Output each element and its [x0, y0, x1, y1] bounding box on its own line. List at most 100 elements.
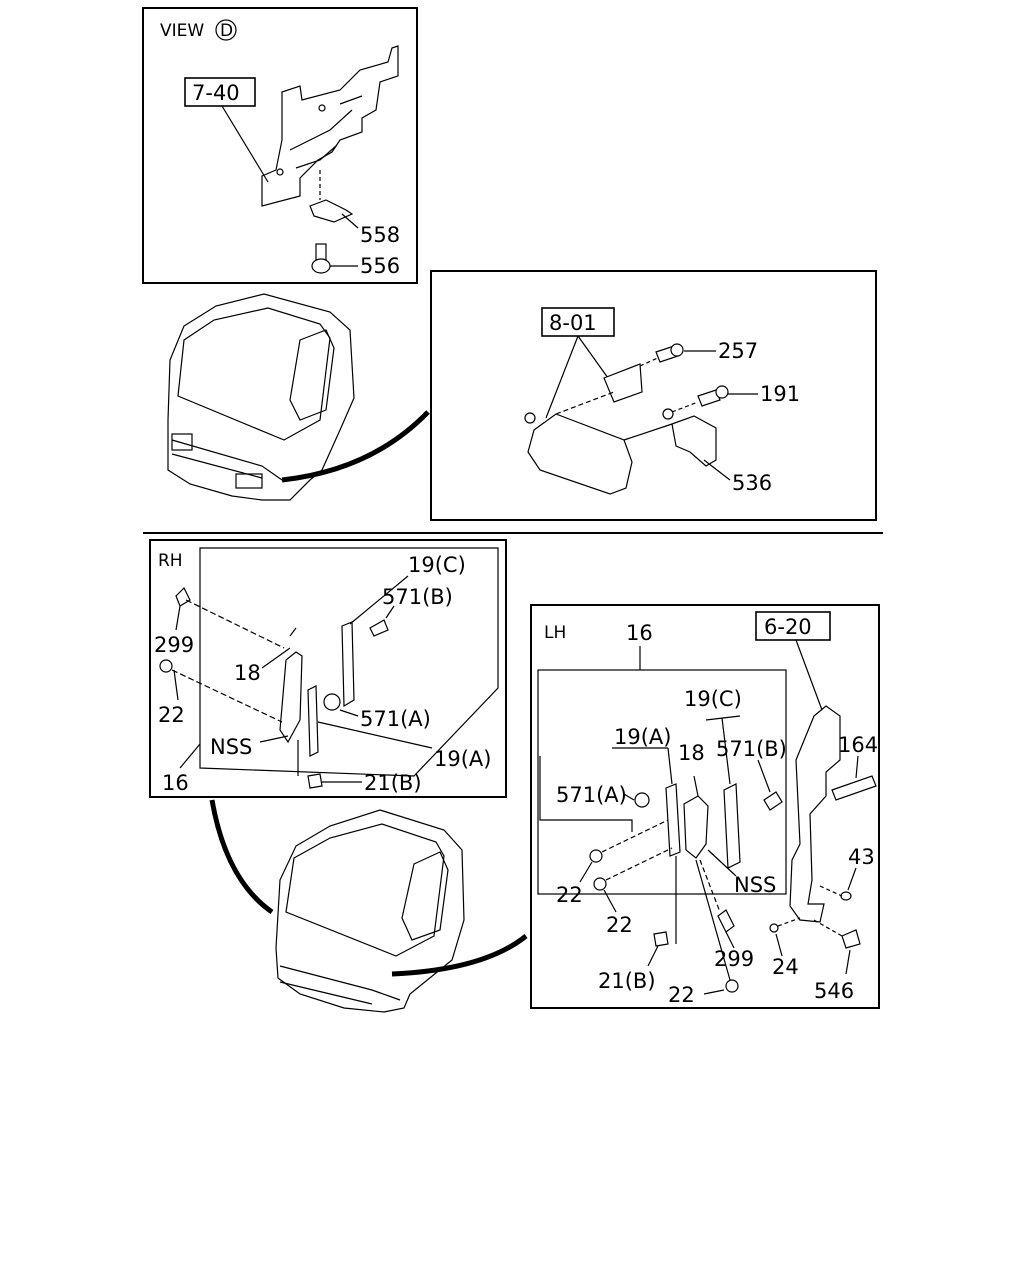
view-d-title: VIEW: [160, 21, 204, 41]
headlamp-ref-label: 8-01: [549, 311, 597, 335]
lh-part-21b: [653, 931, 669, 947]
lh-label-22b: 22: [606, 913, 633, 937]
lh-part-571a: [634, 792, 650, 808]
lh-leader-43: [847, 867, 857, 891]
lh-axis-299: [699, 859, 721, 913]
top-cab-illustration: [167, 293, 430, 501]
lh-label-43: 43: [848, 845, 875, 869]
lh-leader-22b: [603, 889, 617, 913]
lh-label-571b: 571(B): [716, 737, 787, 761]
label-558: 558: [360, 223, 400, 247]
lh-panel: LH 16 6-20 164 43 24 546 19(C): [530, 604, 880, 1009]
lh-leader-21b: [647, 945, 659, 967]
rh-axis-22: [171, 669, 283, 723]
rh-leader-18: [261, 647, 291, 669]
lh-part-43: [840, 891, 852, 901]
part-556-head: [311, 258, 331, 274]
view-d-bracket-detail: [289, 95, 363, 169]
lh-part-164: [831, 775, 877, 801]
view-d-hole: [318, 104, 326, 112]
lh-strip-19c: [723, 783, 741, 869]
rh-label-16: 16: [162, 771, 189, 795]
rh-strip-19a: [307, 685, 319, 757]
rh-part-571a: [323, 693, 341, 711]
lh-label-19a: 19(A): [614, 725, 671, 749]
top-leader-arc: [281, 410, 430, 483]
lh-axis-22a: [601, 819, 669, 853]
lh-leader-571b: [757, 759, 771, 793]
rh-inner-group: [199, 547, 499, 777]
rh-part-22-head: [159, 659, 173, 673]
lower-cab-roof: [285, 823, 445, 957]
rh-side-label: RH: [158, 551, 183, 571]
axis-191: [671, 401, 699, 413]
view-d-hole: [276, 168, 284, 176]
lh-leader-546: [845, 949, 851, 975]
lh-leader-164: [855, 755, 859, 779]
label-191: 191: [760, 382, 800, 406]
part-257-head: [670, 343, 684, 357]
leader-536: [703, 459, 731, 481]
rh-part-21b: [307, 773, 323, 789]
rh-axis-299: [185, 599, 285, 649]
lh-leader-22c: [703, 989, 725, 995]
headlamp-mount-point: [524, 412, 536, 424]
view-d-circle: [215, 19, 237, 41]
lower-cab-door-window: [401, 851, 449, 941]
lh-strip-19a: [665, 783, 681, 857]
rh-label-299: 299: [154, 633, 194, 657]
view-d-ref-label: 7-40: [192, 81, 240, 105]
part-191-shape: [697, 389, 721, 407]
lh-frame: [530, 604, 880, 1009]
lh-bracket-571a: [539, 756, 633, 832]
label-556: 556: [360, 254, 400, 278]
rh-leader-arc: [209, 799, 274, 915]
lh-leader-19c: [721, 717, 731, 785]
view-d-ref-box: [184, 77, 256, 107]
lh-ref-box: [755, 611, 831, 641]
lower-cab-illustration: [209, 799, 528, 1013]
headlamp-ref-leader: [545, 335, 579, 419]
headlamp-panel: 8-01 257 191 536: [430, 270, 877, 521]
lh-part-299: [717, 909, 735, 933]
rh-label-19c: 19(C): [408, 553, 466, 577]
part-191-head: [715, 385, 729, 399]
top-cab-headlamp: [235, 473, 263, 489]
part-556-shank: [315, 243, 327, 261]
headlamp-lens: [527, 413, 633, 495]
rh-leader-22: [173, 669, 179, 701]
rh-leader-299: [175, 605, 181, 631]
top-cab-grille-lines: [171, 439, 283, 481]
top-cab-outline: [167, 293, 355, 501]
view-d-frame: [142, 7, 418, 284]
rh-label-571b: 571(B): [382, 585, 453, 609]
part-536-shape: [671, 415, 717, 467]
lh-label-22c: 22: [668, 983, 695, 1007]
lh-part-18: [683, 795, 709, 859]
lh-ref-leader: [795, 639, 823, 711]
lh-group-label: 16: [626, 621, 653, 645]
lh-cowl-panel: [789, 705, 841, 923]
lh-leader-22a: [579, 861, 593, 883]
label-536: 536: [732, 471, 772, 495]
lh-label-21b: 21(B): [598, 969, 656, 993]
lh-part-22b-head: [593, 877, 607, 891]
lh-leader-19a: [667, 747, 673, 785]
rh-label-nss: NSS: [210, 735, 252, 759]
rh-panel: RH 19(C) 571(B) 299 18 22 571(A) 19(A): [149, 539, 507, 798]
rh-label-571a: 571(A): [360, 707, 431, 731]
rh-label-21b: 21(B): [364, 771, 422, 795]
rh-leader-19a: [317, 721, 433, 749]
leader-558: [341, 213, 359, 229]
part-558-shape: [309, 199, 354, 223]
lh-label-164: 164: [838, 733, 878, 757]
lh-ref-label: 6-20: [764, 615, 812, 639]
label-257: 257: [718, 339, 758, 363]
headlamp-washer: [662, 408, 674, 420]
lh-leader-18: [693, 775, 699, 797]
view-d-circle-letter: D: [220, 21, 233, 41]
lh-axis-22c: [695, 859, 731, 981]
rh-leader-19c: [349, 575, 409, 625]
lh-label-571a: 571(A): [556, 783, 627, 807]
